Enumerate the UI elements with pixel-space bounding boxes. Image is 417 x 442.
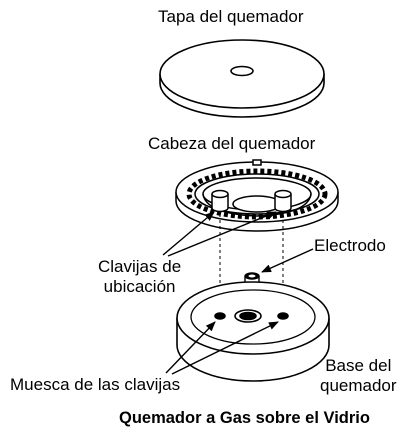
arrow-locating-pin-left — [162, 211, 215, 256]
arrow-locating-pin-right — [167, 211, 277, 257]
burner-head-drawing — [175, 159, 339, 232]
burner-cap-drawing — [159, 39, 325, 118]
locating-pins-label-line2: ubicación — [103, 277, 176, 296]
arrow-electrode — [261, 248, 314, 273]
leader-arrows — [162, 211, 314, 375]
alignment-lines — [219, 214, 284, 313]
burner-base-label-line1: Base del — [325, 356, 392, 375]
locating-pins-label: Clavijas de ubicación — [98, 257, 181, 297]
arrow-pin-notch-left — [165, 321, 216, 374]
locating-pins-label-line1: Clavijas de — [98, 257, 182, 276]
arrow-pin-notch-right — [171, 321, 279, 375]
pin-notches-label: Muesca de las clavijas — [10, 375, 181, 394]
diagram-caption: Quemador a Gas sobre el Vidrio — [119, 409, 370, 427]
burner-cap-label: Tapa del quemador — [158, 7, 304, 26]
burner-base-label-line2: quemador — [320, 376, 397, 395]
burner-base-drawing — [176, 281, 330, 382]
burner-head-label: Cabeza del quemador — [148, 134, 316, 153]
burner-base-label: Base del quemador — [320, 356, 397, 396]
electrode-label: Electrodo — [314, 236, 386, 255]
